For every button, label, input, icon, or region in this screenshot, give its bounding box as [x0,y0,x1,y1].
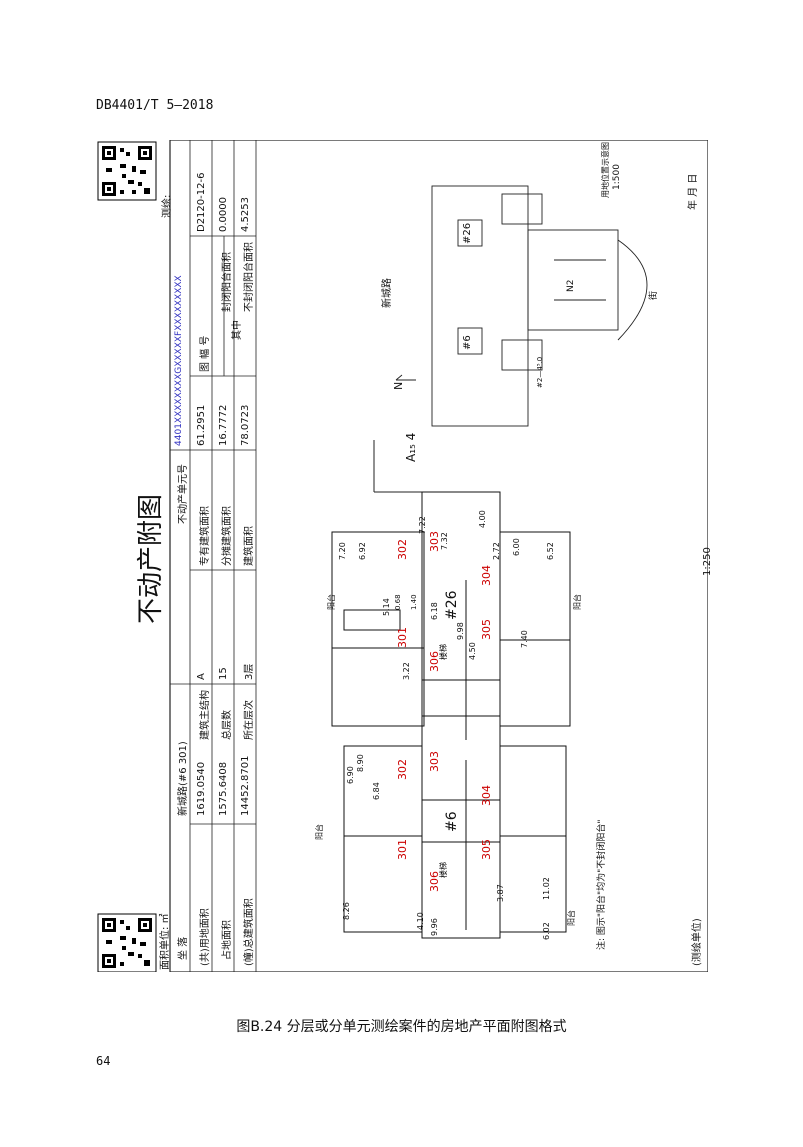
dim-652: 6.52 [546,542,555,560]
unit-304-b6: 304 [480,785,493,806]
building-26-label: #26 [444,590,460,620]
label-enclosed-balcony: 封闭阳台面积 [222,252,233,312]
qr-code-bottom-icon [97,913,157,972]
value-unit-number: 4401XXXXXXXXGXXXXXFXXXXXXXXX [174,275,184,446]
figure-caption: 图B.24 分层或分单元测绘案件的房地产平面附图格式 [236,1019,567,1035]
dim-140: 1.40 [410,594,418,610]
balcony-label-3: 阳台 [315,824,324,840]
value-building-area: 78.0723 [240,404,251,446]
label-shared-area: 分摊建筑面积 [222,506,233,566]
value-total-floors: 15 [218,667,229,680]
value-enclosed-balcony: 0.0000 [218,197,229,232]
page-number: 64 [96,1054,111,1068]
site-road-label: 新城路 [382,278,393,308]
date-label: 年 月 日 [688,173,699,210]
dim-618: 6.18 [430,602,439,620]
floor-note: A₁₅ 4 [404,432,418,462]
value-location: 新城路(#6 301) [178,741,189,816]
dim-322: 3.22 [402,662,411,680]
dim-068: 0.68 [394,594,402,610]
location-map-label: 用地位置示意图 [601,142,610,198]
info-table [170,140,257,972]
dim-890: 8.90 [356,754,365,772]
unit-302-b26: 302 [396,539,409,560]
sheet-frame [169,140,708,972]
dim-722: 7.22 [418,516,427,534]
stamp-label: (测绘单位) [692,918,703,966]
dim-514: 5.14 [382,598,391,616]
value-building-total-area: 14452.8701 [240,755,251,816]
site-location-map [395,185,648,427]
location-map-scale: 1:500 [612,164,622,190]
building-6-label: #6 [444,811,460,832]
site-block-6: #6 [462,335,473,350]
site-label-n2: N2 [566,279,576,292]
dim-740: 7.40 [520,630,529,648]
label-total-floors: 总层数 [222,710,233,740]
north-arrow-label: N [392,381,405,390]
value-structure: A [196,673,207,680]
sheet-text-layer: 不动产附图 测绘: 面积单位: ㎡ 坐 落 新城路(#6 301) 不动产单元号… [96,140,713,972]
value-footprint-area: 1575.6408 [218,761,229,816]
label-land-area: (共)用地面积 [200,908,211,966]
dim-684: 6.84 [372,782,381,800]
label-open-balcony: 不封闭阳台面积 [244,242,255,312]
value-shared-area: 16.7772 [218,404,229,446]
unit-301-b26: 301 [396,627,409,648]
unit-302-b6: 302 [396,759,409,780]
label-building-total-area: (幢)总建筑面积 [244,898,255,966]
label-structure: 建筑主结构 [200,690,211,740]
sheet-title: 不动产附图 [136,493,166,624]
dim-400: 4.00 [478,510,487,528]
label-footprint-area: 占地面积 [222,920,233,960]
dim-272: 2.72 [492,542,501,560]
balcony-note: 注: 图示"阳台"均为"不封闭阳台" [597,819,607,950]
dim-720: 7.20 [338,542,347,560]
label-sheet-number: 图 幅 号 [200,335,211,372]
unit-305-b6: 305 [480,839,493,860]
dim-692: 6.92 [358,542,367,560]
unit-306-b6: 306 [428,871,441,892]
value-exclusive-area: 61.2951 [196,404,207,446]
site-direction-label: 街 [649,290,659,300]
dim-600: 6.00 [512,538,521,556]
balcony-label-2: 阳台 [573,594,582,610]
value-land-area: 1619.0540 [196,761,207,816]
site-boundary-note: #2—4⁵.0 [536,356,544,388]
value-open-balcony: 4.5253 [240,197,251,232]
dim-826: 8.26 [342,902,351,920]
unit-305-b26: 305 [480,619,493,640]
qr-code-top-icon [97,141,157,201]
dim-602: 6.02 [542,922,551,940]
standard-code: DB4401/T 5—2018 [96,98,214,113]
unit-301-b6: 301 [396,839,409,860]
unit-306-b26: 306 [428,651,441,672]
dim-450: 4.50 [468,642,477,660]
balcony-label-4: 阳台 [567,910,576,926]
label-exclusive-area: 专有建筑面积 [200,506,211,566]
value-floor-level: 3层 [244,663,255,680]
floor-plan-building-6 [343,715,567,939]
label-unit-number: 不动产单元号 [178,464,189,524]
dim-996: 9.96 [430,918,439,936]
unit-304-b26: 304 [480,565,493,586]
dim-1102: 11.02 [542,877,551,900]
drawing-sheet [97,140,708,972]
main-scale: 1:250 [702,547,713,576]
dim-690: 6.90 [346,766,355,784]
unit-label: 面积单位: ㎡ [160,913,171,970]
dim-998: 9.98 [456,622,465,640]
label-floor-level: 所在层次 [244,700,255,740]
surveyor-label: 测绘: [162,194,173,218]
label-building-area: 建筑面积 [244,526,255,566]
dim-732: 7.32 [440,532,449,550]
dim-387: 3.87 [496,884,505,902]
balcony-label-1: 阳台 [327,594,336,610]
unit-303-b6: 303 [428,751,441,772]
dim-410: 4.10 [416,912,425,930]
site-block-26: #26 [462,222,473,244]
label-of-which: 其中 [232,320,243,340]
value-sheet-number: D2120-12-6 [196,172,207,232]
label-location: 坐 落 [178,936,189,960]
